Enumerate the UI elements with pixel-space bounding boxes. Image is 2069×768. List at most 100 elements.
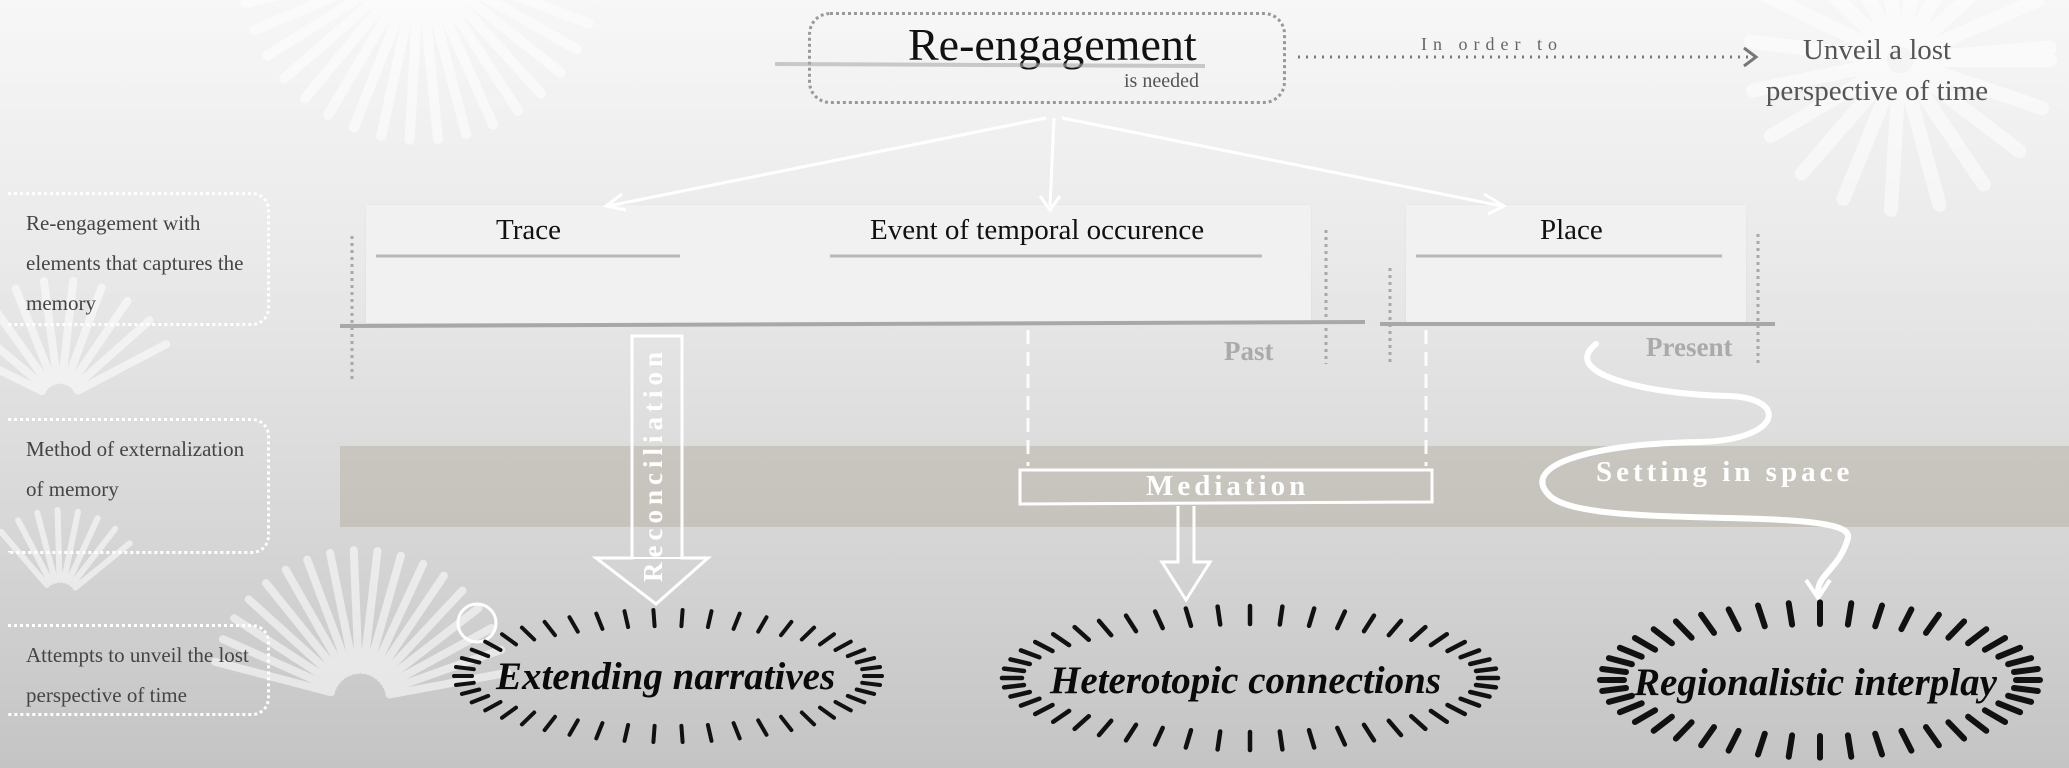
burst-ray xyxy=(1605,692,1635,705)
burst-ray xyxy=(1032,702,1055,717)
burst-ray xyxy=(799,710,817,727)
background-spark xyxy=(512,0,594,29)
background-spark xyxy=(58,276,78,385)
burst-ray xyxy=(519,625,537,642)
burst-ray xyxy=(818,632,836,647)
background-spark xyxy=(281,565,350,678)
burst-ray xyxy=(779,714,794,733)
background-spark xyxy=(303,555,354,676)
burst-ray xyxy=(454,680,476,687)
burst-ray xyxy=(1386,618,1404,638)
burst-ray xyxy=(1445,702,1468,717)
burst-ray xyxy=(594,611,605,631)
background-spark xyxy=(67,296,132,388)
burst-ray xyxy=(1473,682,1499,690)
burst-ray xyxy=(1981,635,2009,653)
background-spark xyxy=(1911,0,2045,59)
method-reconciliation: Reconciliation xyxy=(638,347,668,582)
background-spark xyxy=(72,540,133,591)
burst-ray xyxy=(1361,722,1377,743)
background-spark xyxy=(0,343,49,392)
burst-ray xyxy=(1650,713,1675,734)
background-spark xyxy=(69,525,119,588)
burst-ray xyxy=(1152,609,1165,631)
burst-ray xyxy=(1445,639,1468,654)
background-spark xyxy=(1907,0,1977,54)
background-spark xyxy=(70,316,154,391)
burst-ray xyxy=(1152,725,1165,747)
burst-ray xyxy=(860,665,882,672)
background-spark xyxy=(1763,63,1890,143)
burst-ray xyxy=(567,615,580,634)
burst-ray xyxy=(500,705,518,720)
burst-ray xyxy=(2005,655,2035,668)
background-spark xyxy=(1896,0,1919,48)
background-spark xyxy=(368,559,428,677)
background-spark xyxy=(1898,72,1947,212)
burst-ray xyxy=(1428,631,1450,648)
burst-ray xyxy=(779,619,794,638)
burst-ray xyxy=(1277,604,1285,627)
background-spark xyxy=(62,283,106,386)
background-spark xyxy=(376,0,417,141)
burst-ray xyxy=(1650,626,1675,647)
burst-ray xyxy=(1872,602,1885,630)
background-spark xyxy=(1759,0,1889,59)
burst-ray xyxy=(1725,606,1742,633)
burst-ray xyxy=(1335,725,1348,747)
background-spark xyxy=(54,507,63,583)
time-label-past: Past xyxy=(1224,336,1274,366)
background-spark xyxy=(0,309,53,388)
background-spark xyxy=(379,604,483,686)
background-spark xyxy=(1744,34,1888,65)
background-spark xyxy=(299,0,394,104)
background-spark xyxy=(480,0,582,55)
background-spark xyxy=(1908,65,2027,159)
element-place: Place xyxy=(1540,214,1603,246)
burst-ray xyxy=(1672,719,1695,742)
burst-ray xyxy=(1277,729,1285,752)
burst-ray xyxy=(1467,657,1492,667)
burst-ray xyxy=(1008,689,1033,699)
background-spark xyxy=(348,0,410,133)
row-label-reengagement: Re-engagement with elements that capture… xyxy=(8,192,270,326)
method-band xyxy=(340,446,2069,527)
burst-ray xyxy=(1672,618,1695,641)
burst-ray xyxy=(1458,648,1482,660)
burst-ray xyxy=(469,647,491,659)
burst-ray xyxy=(1599,666,1629,675)
burst-ray xyxy=(1096,618,1114,638)
burst-ray xyxy=(1872,730,1885,758)
burst-ray xyxy=(1995,700,2024,716)
connector-label: In order to xyxy=(1421,34,1563,54)
background-spark xyxy=(1884,0,1905,48)
burst-ray xyxy=(1698,611,1717,636)
background-spark xyxy=(323,0,403,120)
burst-ray xyxy=(1183,727,1194,750)
attempt-heterotopic-connections: Heterotopic connections xyxy=(1050,659,1442,702)
burst-ray xyxy=(483,639,503,652)
attempt-extending-narratives: Extending narratives xyxy=(496,655,836,698)
burst-ray xyxy=(705,609,714,629)
burst-ray xyxy=(1001,666,1027,674)
burst-ray xyxy=(679,723,685,744)
burst-ray xyxy=(1698,724,1717,749)
background-spark xyxy=(461,0,566,78)
method-mediation: Mediation xyxy=(1146,470,1310,502)
burst-ray xyxy=(799,625,817,642)
burst-ray xyxy=(1965,626,1990,647)
burst-ray xyxy=(1473,666,1499,674)
burst-ray xyxy=(2005,692,2035,705)
burst-ray xyxy=(1072,624,1092,643)
burst-ray xyxy=(1631,707,1659,725)
burst-ray xyxy=(833,700,853,713)
background-spark xyxy=(404,0,423,145)
burst-ray xyxy=(1898,727,1915,754)
background-spark xyxy=(1911,59,2050,116)
burst-ray xyxy=(469,693,491,705)
burst-ray xyxy=(1923,611,1942,636)
background-spark xyxy=(262,579,346,681)
burst-ray xyxy=(1123,613,1139,634)
